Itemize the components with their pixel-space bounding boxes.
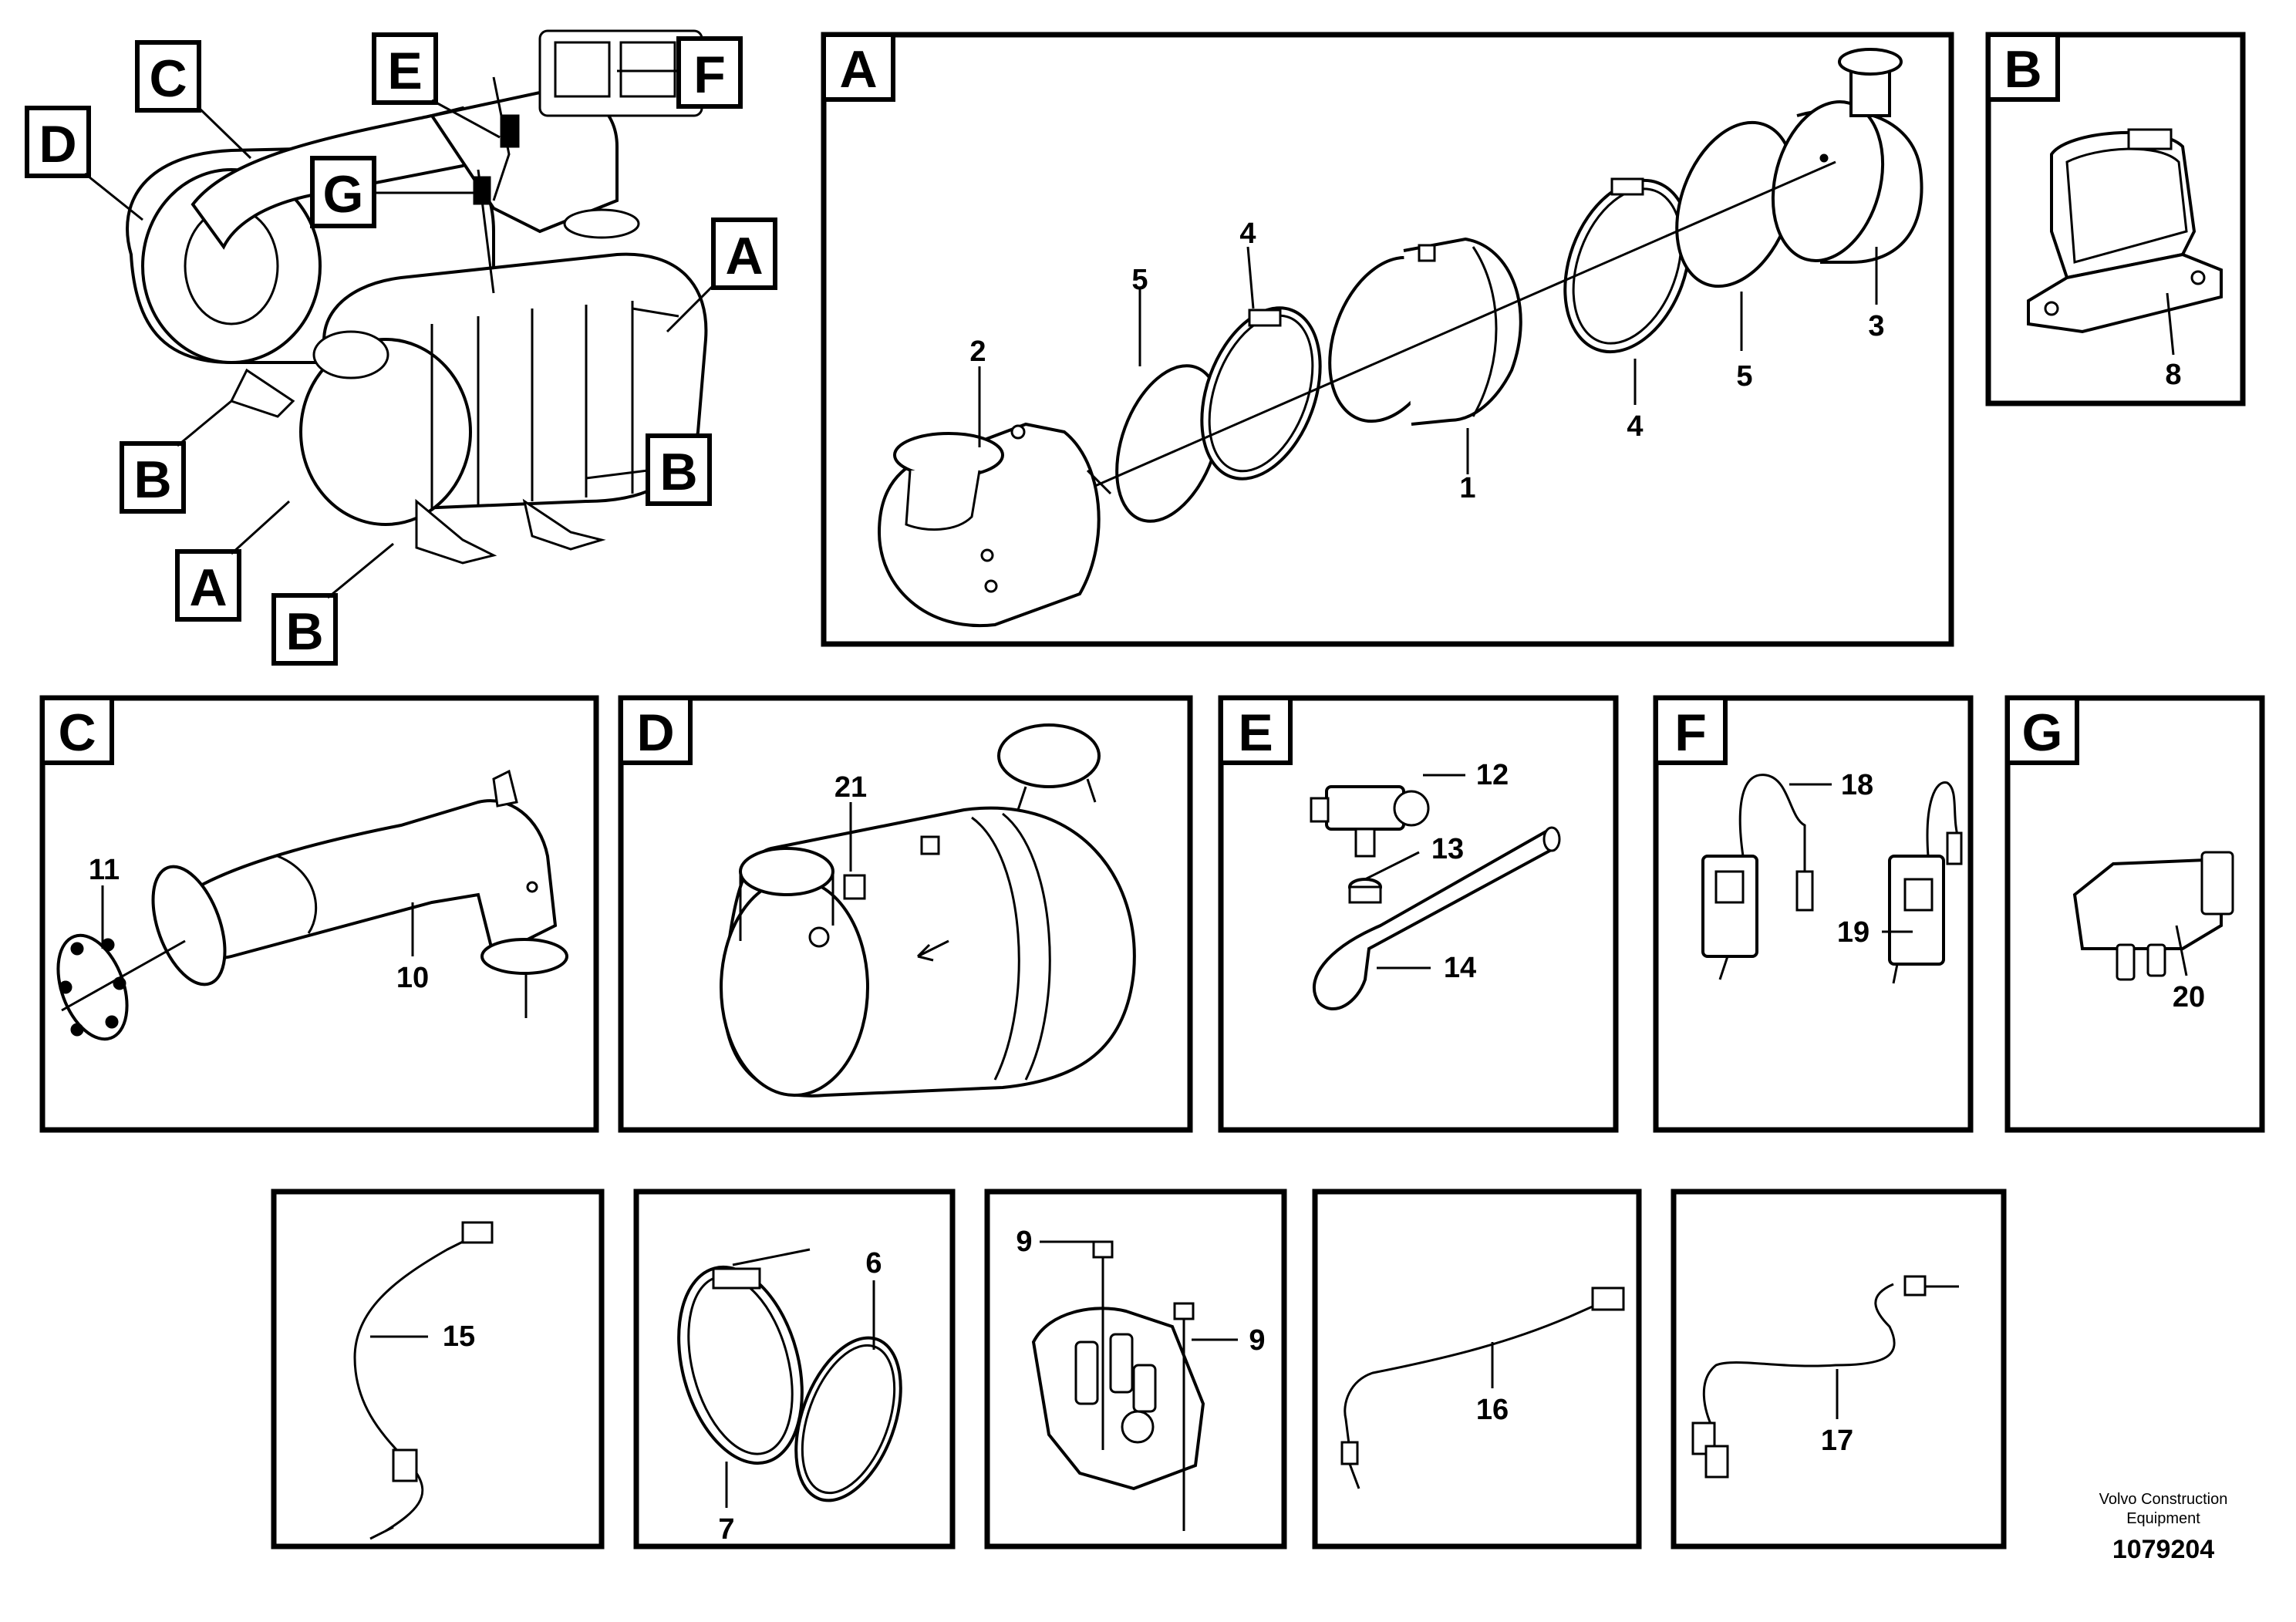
svg-text:B: B [285,602,323,661]
panel-e: E 12 13 14 [1218,695,1619,1133]
overview-tag-b-right: B [585,433,712,506]
panel-f: F 18 19 [1653,695,1974,1133]
panel-d-tag: D [636,703,674,762]
part-13-seal [1348,878,1382,904]
part-9-bolts-and-housing [1031,1240,1205,1531]
part-number-18: 18 [1841,769,1873,801]
panel-d: D 21 [618,695,1193,1133]
part-2-silencer [877,422,1112,628]
panel-f-tag: F [1674,703,1707,762]
part-4-clamp-left [1200,306,1322,481]
panel-e-tag: E [1238,703,1273,762]
part-number-4: 4 [1627,410,1643,443]
part-15-temp-sensor [353,1221,494,1540]
part-21-silencer [720,723,1136,1098]
panel-g: G 20 [2004,695,2265,1133]
part-number-19: 19 [1837,916,1870,949]
part-number-4: 4 [1239,218,1256,250]
overview-tag-b-left: B [120,400,232,514]
svg-text:F: F [693,46,726,104]
part-12-sensor [1310,785,1430,858]
part-number-6: 6 [865,1247,882,1280]
part-8-bracket [2027,128,2223,334]
panel-c-tag: C [58,703,96,762]
panel-16: 16 [1312,1189,1642,1549]
svg-text:E: E [387,42,422,100]
part-number-5: 5 [1131,264,1148,296]
svg-text:B: B [133,450,171,509]
svg-text:B: B [659,443,697,501]
overview-tag-b-bottom: B [271,542,394,666]
overview-assembly: C E F D G A B [25,29,777,666]
overview-tag-e: E [372,32,501,139]
panel-9: 9 9 [984,1189,1287,1549]
part-7-clamp [677,1248,811,1465]
part-4-clamp-right [1563,177,1691,354]
part-16-temp-sensor [1340,1286,1625,1489]
part-number-9: 9 [1249,1324,1265,1357]
part-number-5: 5 [1736,360,1752,393]
part-number-3: 3 [1868,310,1884,342]
part-6-gasket [794,1336,902,1502]
panel-a-axis-line [1094,160,1836,487]
part-number-7: 7 [718,1513,734,1546]
part-18-nox-sensor [1701,774,1814,980]
part-20-pressure-sensor [2072,851,2234,981]
svg-text:G: G [323,165,364,224]
panel-b-tag: B [2004,40,2041,99]
part-number-13: 13 [1431,833,1464,865]
footer-block: Volvo Construction Equipment 1079204 [2099,1491,2228,1564]
part-number-10: 10 [396,962,429,994]
panel-15: 15 [271,1189,605,1549]
part-number-2: 2 [969,336,986,368]
part-19-nox-sensor [1888,781,1963,984]
part-number-16: 16 [1476,1394,1509,1426]
part-17-temp-sensor [1691,1275,1959,1479]
part-number-21: 21 [834,771,867,804]
panel-b: B 8 [1985,32,2246,406]
part-11-gasket [56,933,129,1041]
part-number-12: 12 [1476,759,1509,791]
overview-tag-f: F [617,36,743,109]
drawing-number: 1079204 [2112,1535,2214,1564]
overview-tag-c: C [135,40,252,160]
part-number-17: 17 [1821,1425,1853,1457]
overview-tag-a-left: A [175,500,291,622]
part-number-20: 20 [2173,981,2205,1013]
brand-line-1: Volvo Construction [2099,1491,2228,1508]
part-number-14: 14 [1444,952,1476,984]
brand-line-2: Equipment [2126,1510,2200,1527]
part-number-1: 1 [1459,472,1475,504]
panel-a: A [821,32,1954,647]
exhaust-assembly-drawing [126,29,708,565]
part-number-9: 9 [1016,1226,1032,1258]
part-number-11: 11 [89,854,120,886]
panel-g-tag: G [2022,703,2063,762]
part-10-pipe [151,769,568,986]
panel-a-tag: A [839,40,877,99]
part-number-15: 15 [443,1320,475,1353]
panel-17: 17 [1671,1189,2007,1549]
svg-text:D: D [39,115,76,174]
part-3-outlet [1771,48,1923,264]
svg-text:C: C [149,49,187,108]
overview-tag-a-right: A [666,218,777,333]
part-1-pipe [1328,237,1522,426]
svg-text:A: A [725,227,763,285]
overview-tag-d: D [25,106,143,221]
panel-c: C 11 10 [39,695,599,1133]
svg-text:A: A [189,558,227,617]
overview-tag-g: G [310,156,474,228]
part-number-8: 8 [2165,359,2181,391]
part-14-hose [1313,826,1561,1011]
panel-6-7: 6 7 [633,1189,956,1549]
